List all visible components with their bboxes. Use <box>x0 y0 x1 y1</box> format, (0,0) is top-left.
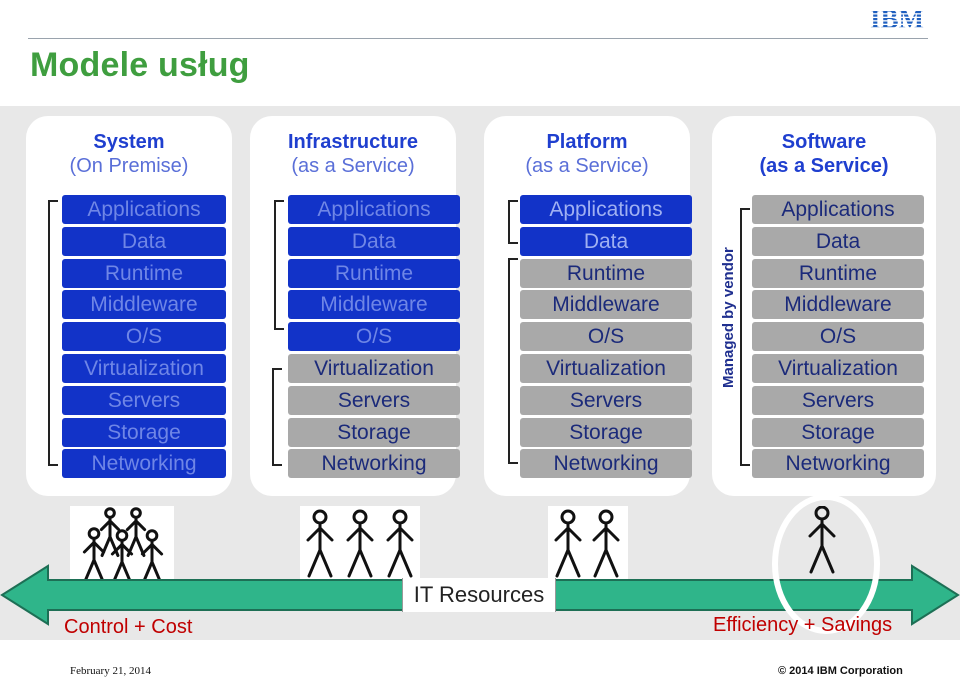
person-icon <box>346 509 374 578</box>
layer-data: Data <box>288 226 460 256</box>
layer-virtualization: Virtualization <box>752 354 924 383</box>
person-icon <box>554 509 582 578</box>
managed-by-vendor-label: Managed by vendor <box>720 247 737 388</box>
layer-runtime: Runtime <box>62 258 226 288</box>
person-icon <box>386 509 414 578</box>
person-icon <box>592 509 620 578</box>
layer-middleware: Middleware <box>62 290 226 320</box>
layer-runtime: Runtime <box>288 258 460 288</box>
column-header: Platform (as a Service) <box>484 130 690 178</box>
layer-servers: Servers <box>752 385 924 415</box>
person-icon <box>82 527 106 583</box>
layer-storage: Storage <box>288 417 460 447</box>
layer-servers: Servers <box>520 385 692 415</box>
layer-middleware: Middleware <box>752 290 924 320</box>
layer-virtualization: Virtualization <box>520 354 692 383</box>
column-subtitle: (as a Service) <box>759 155 889 177</box>
layer-networking: Networking <box>520 449 692 479</box>
you-manage-bracket <box>48 200 58 466</box>
vendor-managed-bracket <box>740 208 750 466</box>
svg-text:IBM: IBM <box>870 4 924 32</box>
footer-copyright: © 2014 IBM Corporation <box>778 665 903 677</box>
layer-middleware: Middleware <box>520 290 692 320</box>
title-divider <box>28 38 928 39</box>
column-title: Infrastructure <box>287 131 419 153</box>
ibm-logo: IBM <box>866 4 928 34</box>
it-resources-label: IT Resources <box>402 578 556 612</box>
vendor-managed-bracket <box>272 368 282 466</box>
efficiency-savings-caption: Efficiency + Savings <box>713 614 893 636</box>
column-subtitle: (On Premise) <box>69 155 189 177</box>
layer-o-s: O/S <box>752 322 924 352</box>
layer-data: Data <box>520 226 692 256</box>
layer-runtime: Runtime <box>520 258 692 288</box>
column-title: System <box>93 131 165 153</box>
layer-networking: Networking <box>288 449 460 479</box>
you-manage-bracket <box>508 200 518 244</box>
column-subtitle: (as a Service) <box>525 155 649 177</box>
layer-applications: Applications <box>288 195 460 224</box>
control-cost-caption: Control + Cost <box>64 616 193 638</box>
people-group-3 <box>300 506 420 586</box>
column-header: System (On Premise) <box>26 130 232 178</box>
person-icon <box>306 509 334 578</box>
layer-data: Data <box>62 226 226 256</box>
column-header: Software (as a Service) <box>712 130 936 178</box>
layer-o-s: O/S <box>520 322 692 352</box>
layer-storage: Storage <box>62 417 226 447</box>
layer-o-s: O/S <box>288 322 460 352</box>
column-header: Infrastructure (as a Service) <box>250 130 456 178</box>
layer-storage: Storage <box>752 417 924 447</box>
layer-storage: Storage <box>520 417 692 447</box>
column-title: Software <box>781 131 867 153</box>
layer-networking: Networking <box>62 449 226 479</box>
people-group-2 <box>548 506 628 586</box>
layer-applications: Applications <box>752 195 924 224</box>
highlight-ring <box>772 494 880 634</box>
layer-middleware: Middleware <box>288 290 460 320</box>
column-subtitle: (as a Service) <box>291 155 415 177</box>
person-icon <box>140 529 164 585</box>
layer-applications: Applications <box>62 195 226 224</box>
layer-data: Data <box>752 226 924 256</box>
layer-networking: Networking <box>752 449 924 479</box>
layer-servers: Servers <box>288 385 460 415</box>
vendor-managed-bracket <box>508 258 518 464</box>
layer-virtualization: Virtualization <box>62 354 226 383</box>
column-title: Platform <box>546 131 628 153</box>
footer-date: February 21, 2014 <box>70 665 151 677</box>
layer-servers: Servers <box>62 385 226 415</box>
slide-title: Modele usług <box>30 46 250 84</box>
layer-applications: Applications <box>520 195 692 224</box>
layer-virtualization: Virtualization <box>288 354 460 383</box>
person-icon <box>125 507 147 558</box>
layer-runtime: Runtime <box>752 258 924 288</box>
ibm-logo-mark: IBM <box>870 4 924 34</box>
layer-o-s: O/S <box>62 322 226 352</box>
you-manage-bracket <box>274 200 284 330</box>
